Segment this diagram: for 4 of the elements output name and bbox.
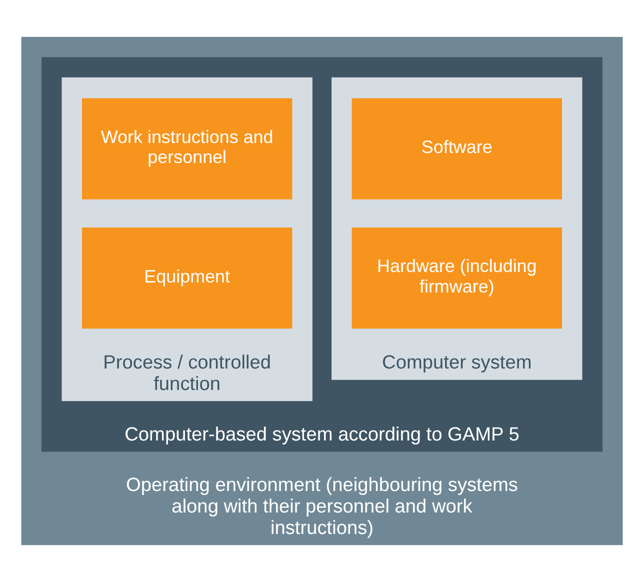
node-box: Work instructions and personnel [82,98,292,200]
node-box: Equipment [82,227,292,329]
node-box: Software [352,98,562,200]
node-box: Hardware (including firmware) [352,227,562,329]
